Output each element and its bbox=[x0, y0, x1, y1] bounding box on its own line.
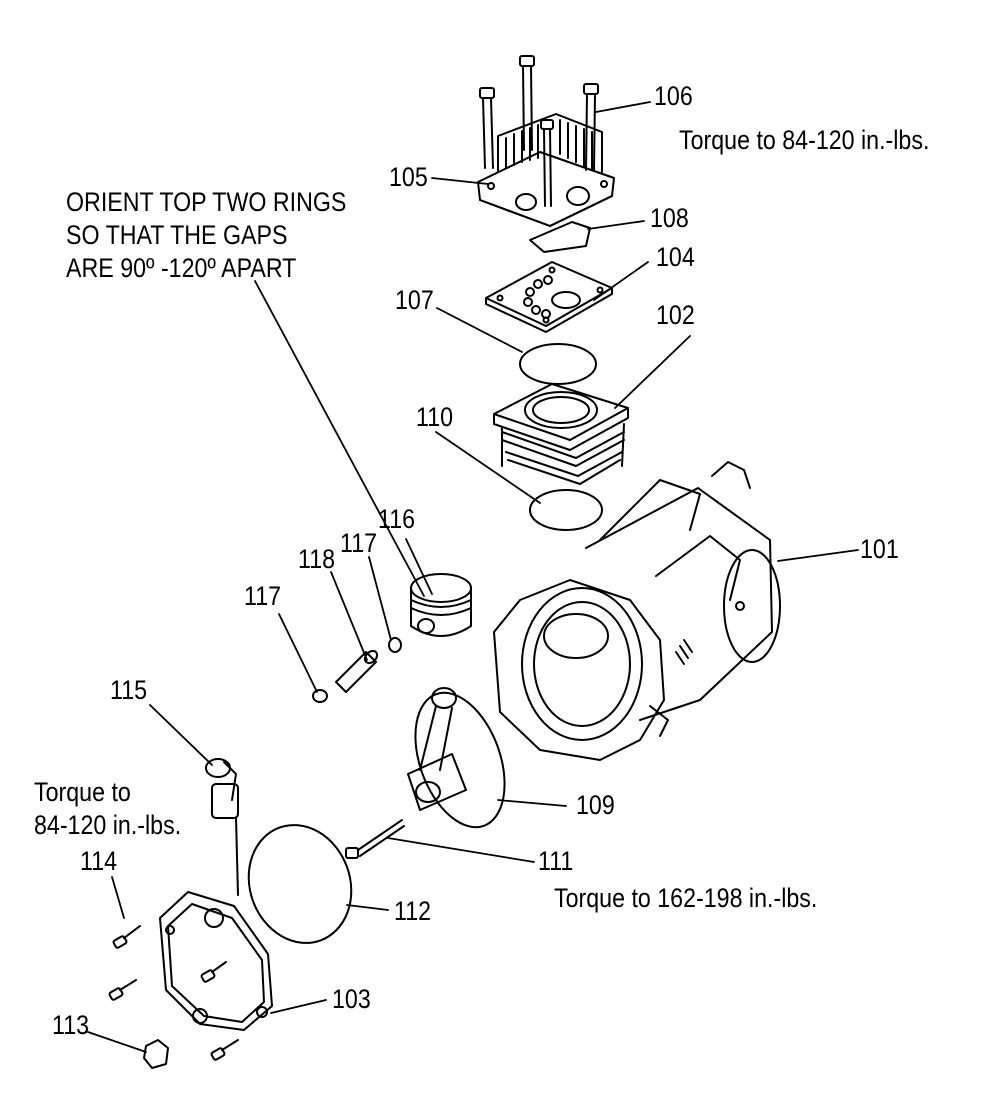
gasket-112 bbox=[247, 824, 353, 944]
fitting-115 bbox=[205, 758, 239, 896]
label-102: 102 bbox=[656, 300, 695, 330]
clip-117-lower bbox=[312, 689, 328, 703]
ring-note-line-3: ARE 90º -120º APART bbox=[66, 253, 297, 283]
ring-note-line-2: SO THAT THE GAPS bbox=[66, 220, 288, 250]
gasket-110 bbox=[529, 489, 603, 531]
motor-101 bbox=[493, 461, 781, 761]
reed-valve-108 bbox=[529, 221, 591, 253]
label-101: 101 bbox=[860, 534, 899, 564]
torque-note-cover-line-2: 84-120 in.-lbs. bbox=[34, 810, 182, 840]
plug-113 bbox=[143, 1039, 169, 1069]
label-118: 118 bbox=[298, 544, 336, 574]
bolt-111 bbox=[345, 819, 405, 859]
label-110: 110 bbox=[416, 402, 454, 432]
cover-103 bbox=[159, 891, 273, 1031]
clip-117-upper bbox=[388, 637, 402, 653]
cover-bolts-114 bbox=[108, 925, 239, 1061]
head-bolts-106 bbox=[479, 55, 599, 207]
leader-lines bbox=[87, 101, 859, 1053]
label-117-upper: 117 bbox=[340, 528, 378, 558]
label-108: 108 bbox=[650, 203, 689, 233]
label-111: 111 bbox=[538, 846, 574, 876]
label-107: 107 bbox=[395, 285, 434, 315]
gasket-107 bbox=[519, 343, 597, 385]
connecting-rod-109 bbox=[407, 687, 506, 829]
torque-note-head: Torque to 84-120 in.-lbs. bbox=[679, 124, 929, 157]
label-106: 106 bbox=[654, 81, 693, 111]
torque-note-head-text: Torque to 84-120 in.-lbs. bbox=[679, 125, 930, 155]
label-112: 112 bbox=[394, 896, 432, 926]
wrist-pin-118 bbox=[335, 649, 379, 693]
torque-note-rod-text: Torque to 162-198 in.-lbs. bbox=[554, 883, 818, 913]
cylinder-102 bbox=[493, 383, 629, 485]
label-114: 114 bbox=[80, 846, 118, 876]
label-117-lower: 117 bbox=[244, 581, 282, 611]
torque-note-rod: Torque to 162-198 in.-lbs. bbox=[554, 882, 817, 915]
torque-note-cover-line-1: Torque to bbox=[34, 777, 131, 807]
ring-orientation-note: ORIENT TOP TWO RINGS SO THAT THE GAPS AR… bbox=[66, 186, 346, 285]
torque-note-cover: Torque to 84-120 in.-lbs. bbox=[34, 776, 181, 842]
label-104: 104 bbox=[656, 242, 695, 272]
valve-plate-104 bbox=[485, 261, 613, 333]
label-103: 103 bbox=[332, 984, 371, 1014]
cylinder-head-105 bbox=[477, 113, 615, 227]
label-109: 109 bbox=[576, 790, 615, 820]
label-113: 113 bbox=[52, 1010, 90, 1040]
label-116: 116 bbox=[378, 504, 416, 534]
label-115: 115 bbox=[110, 675, 148, 705]
piston-116 bbox=[410, 573, 472, 637]
ring-note-line-1: ORIENT TOP TWO RINGS bbox=[66, 187, 347, 217]
label-105: 105 bbox=[389, 162, 428, 192]
